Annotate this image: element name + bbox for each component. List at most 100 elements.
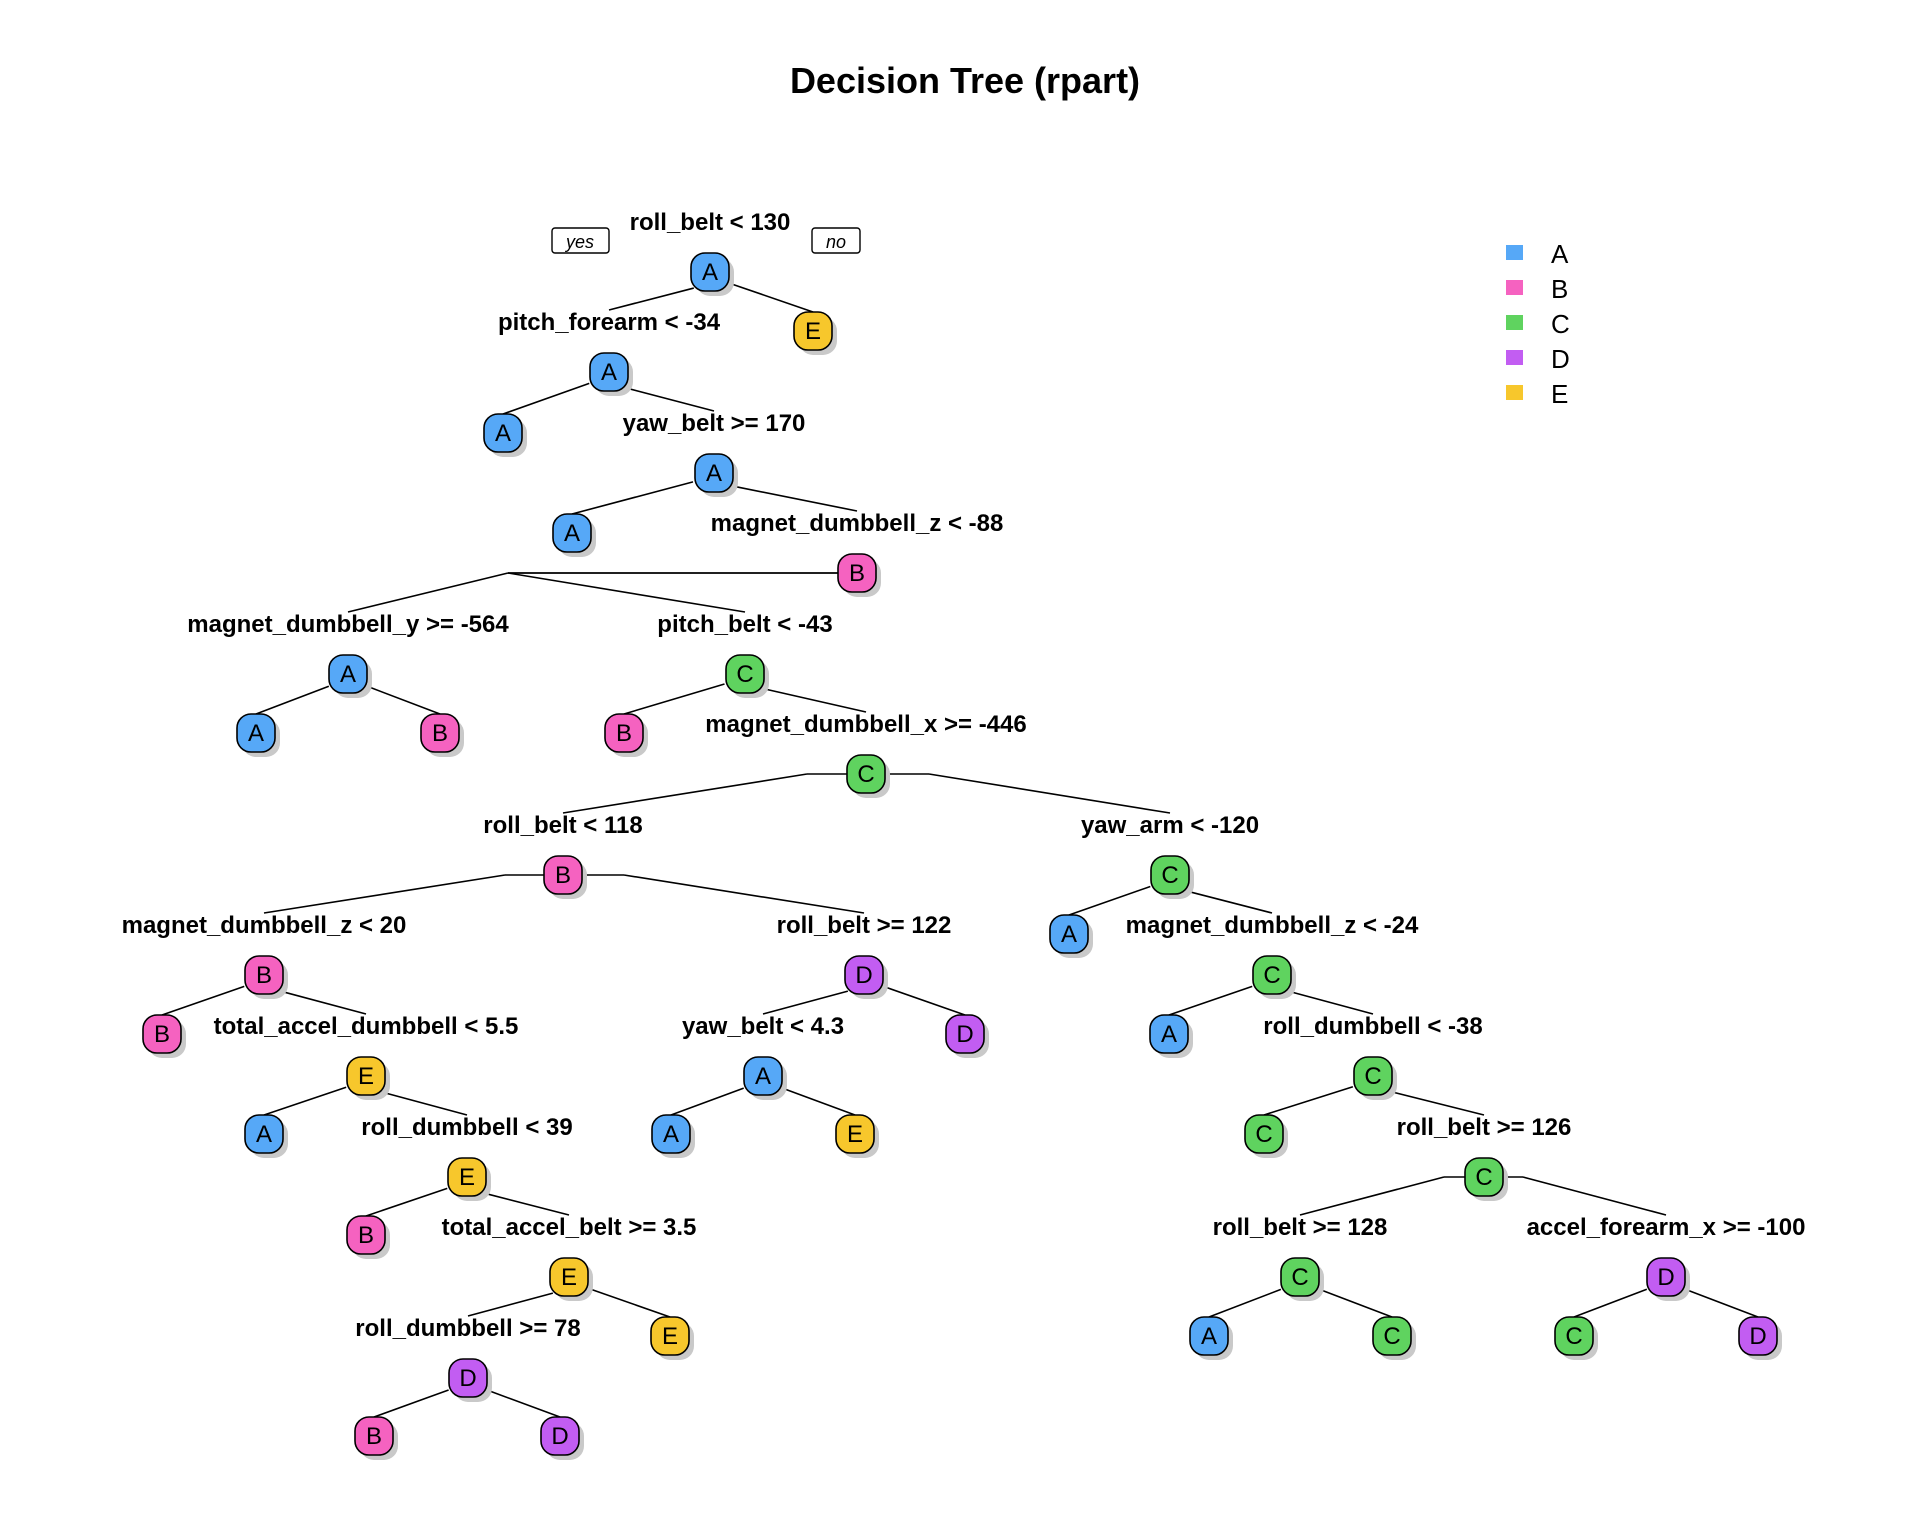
node-box — [354, 1416, 394, 1456]
tree-node: B — [346, 1215, 390, 1259]
node-class-label: C — [1565, 1323, 1582, 1350]
node-class-label: D — [956, 1021, 973, 1048]
node-class-label: A — [663, 1121, 679, 1148]
node-box — [844, 955, 884, 995]
tree-node: B — [354, 1416, 398, 1460]
no-label: no — [826, 232, 846, 252]
tree-node: A — [244, 1114, 288, 1158]
node-split-label: magnet_dumbbell_z < -24 — [1126, 912, 1419, 939]
node-box — [346, 1056, 386, 1096]
node-class-label: A — [564, 520, 580, 547]
node-box — [1189, 1316, 1229, 1356]
node-box — [725, 654, 765, 694]
node-class-label: C — [1383, 1323, 1400, 1350]
node-box — [1252, 955, 1292, 995]
node-split-label: roll_belt >= 122 — [777, 912, 952, 939]
node-split-label: yaw_belt >= 170 — [623, 410, 806, 437]
yes-label-box: yes — [551, 227, 610, 254]
node-class-label: C — [1291, 1264, 1308, 1291]
node-class-label: A — [1201, 1323, 1217, 1350]
node-class-label: A — [256, 1121, 272, 1148]
tree-edge — [1684, 1288, 1759, 1318]
node-box — [846, 754, 886, 794]
tree-edge — [883, 985, 966, 1016]
tree-edge — [562, 773, 808, 814]
node-box — [1554, 1316, 1594, 1356]
node-class-label: C — [1161, 862, 1178, 889]
node-class-label: B — [154, 1021, 170, 1048]
node-box — [549, 1257, 589, 1297]
node-class-label: A — [702, 259, 718, 286]
node-class-label: E — [662, 1323, 678, 1350]
node-split-label: roll_belt < 118 — [483, 812, 642, 839]
tree-edge — [670, 1087, 744, 1116]
node-class-label: E — [847, 1121, 863, 1148]
node-box — [346, 1215, 386, 1255]
tree-edges — [161, 282, 1759, 1418]
node-box — [543, 855, 583, 895]
node-box — [835, 1114, 875, 1154]
node-box — [483, 413, 523, 453]
tree-node: A — [483, 413, 527, 457]
node-class-label: D — [1657, 1264, 1674, 1291]
tree-node: D — [1738, 1316, 1782, 1360]
tree-edge — [347, 572, 509, 613]
node-split-label: pitch_belt < -43 — [657, 611, 832, 638]
tree-edge — [1263, 1085, 1354, 1116]
tree-node: B — [604, 713, 648, 757]
tree-edge — [1522, 1176, 1667, 1216]
tree-edge — [762, 990, 849, 1015]
tree-edge — [625, 387, 715, 412]
legend-swatch — [1506, 385, 1523, 400]
no-label-box: no — [811, 227, 861, 254]
node-split-label: roll_belt < 130 — [630, 209, 791, 236]
node-class-label: B — [366, 1423, 382, 1450]
node-class-label: A — [248, 720, 264, 747]
tree-edge — [928, 773, 1171, 814]
tree-node: A — [552, 513, 596, 557]
tree-edge — [1389, 1090, 1485, 1116]
tree-edge — [1318, 1288, 1393, 1318]
node-split-label: yaw_belt < 4.3 — [682, 1013, 844, 1040]
tree-edge — [729, 282, 814, 313]
node-class-label: E — [459, 1164, 475, 1191]
tree-edge — [381, 1091, 468, 1116]
node-class-label: E — [358, 1063, 374, 1090]
node-class-label: D — [855, 962, 872, 989]
node-box — [1738, 1316, 1778, 1356]
node-class-label: B — [555, 862, 571, 889]
node-box — [420, 713, 460, 753]
node-class-label: D — [459, 1365, 476, 1392]
node-box — [837, 553, 877, 593]
node-split-label: roll_dumbbell >= 78 — [355, 1315, 580, 1342]
node-box — [142, 1014, 182, 1054]
node-class-label: A — [755, 1063, 771, 1090]
tree-edge — [762, 687, 867, 713]
node-box — [1244, 1114, 1284, 1154]
node-class-label: B — [358, 1222, 374, 1249]
node-box — [1149, 1014, 1189, 1054]
tree-edge — [1208, 1288, 1282, 1318]
node-split-label: roll_belt >= 128 — [1213, 1214, 1388, 1241]
tree-edge — [255, 685, 330, 715]
tree-edge — [1299, 1176, 1445, 1216]
tree-node: E — [650, 1316, 694, 1360]
node-box — [651, 1114, 691, 1154]
tree-edge — [483, 1192, 570, 1216]
